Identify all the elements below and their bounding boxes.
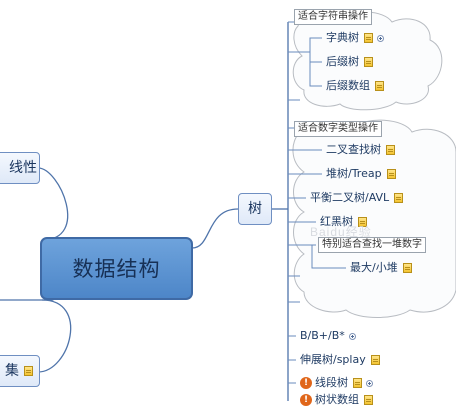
leaf-tree-array[interactable]: ! 树状数组 — [298, 393, 375, 407]
leaf-label: 红黑树 — [320, 215, 353, 228]
leaf-label: 二叉查找树 — [326, 143, 381, 156]
root-label: 数据结构 — [72, 256, 161, 281]
leaf-suffix-tree[interactable]: 后缀树 — [324, 55, 375, 69]
leaf-segment-tree[interactable]: ! 线段树 — [298, 376, 375, 390]
leaf-maxmin-heap[interactable]: 最大/小堆 — [348, 261, 414, 275]
leaf-suffix-array[interactable]: 后缀数组 — [324, 79, 386, 93]
leaf-label: 线段树 — [315, 376, 348, 389]
note-icon[interactable] — [394, 193, 404, 203]
leaf-label: B/B+/B* — [300, 329, 345, 342]
leaf-label: 后缀树 — [326, 55, 359, 68]
edge-to-trie — [288, 37, 322, 53]
group-label-text: 适合字符串操作 — [298, 11, 368, 22]
warning-icon: ! — [300, 394, 312, 406]
leaf-label: 树状数组 — [315, 393, 359, 406]
note-icon[interactable] — [375, 81, 384, 91]
warning-icon: ! — [300, 377, 312, 389]
watermark: Baidu经验 — [310, 225, 372, 239]
expand-icon[interactable] — [377, 34, 384, 42]
leaf-splay[interactable]: 伸展树/splay — [298, 353, 382, 367]
edge-root-tree — [191, 208, 239, 249]
note-icon[interactable] — [386, 169, 396, 179]
group-label-string-ops[interactable]: 适合字符串操作 — [294, 9, 372, 25]
leaf-label: 堆树/Treap — [326, 167, 382, 180]
branch-tree[interactable]: 树 — [238, 193, 272, 225]
group-label-text: 特别适合查找一堆数字 — [322, 239, 422, 250]
leaf-label: 后缀数组 — [326, 79, 370, 92]
edge-to-maxmin-heap — [311, 245, 346, 269]
note-icon[interactable] — [370, 355, 380, 365]
leaf-bst[interactable]: 二叉查找树 — [324, 143, 397, 157]
note-icon[interactable] — [364, 395, 373, 405]
edge-root-set — [37, 299, 72, 373]
leaf-label: 字典树 — [326, 31, 359, 44]
note-icon[interactable] — [353, 378, 362, 388]
leaf-label: 平衡二叉树/AVL — [310, 191, 390, 204]
group-label-text: 适合数字类型操作 — [298, 123, 378, 134]
edge-to-suffix-array — [309, 62, 322, 87]
note-icon[interactable] — [386, 145, 395, 155]
branch-set-label: 集 — [5, 363, 19, 379]
group-label-number-ops[interactable]: 适合数字类型操作 — [294, 121, 382, 137]
branch-linear[interactable]: 线性 — [0, 152, 40, 184]
expand-icon[interactable] — [348, 332, 356, 340]
branch-tree-label: 树 — [248, 201, 262, 217]
leaf-label: 最大/小堆 — [350, 261, 398, 274]
expand-icon[interactable] — [366, 379, 373, 387]
leaf-rbtree[interactable]: 红黑树 — [318, 215, 369, 229]
note-icon[interactable] — [358, 217, 367, 227]
group-label-find-max[interactable]: 特别适合查找一堆数字 — [318, 237, 426, 253]
leaf-avl[interactable]: 平衡二叉树/AVL — [308, 191, 405, 205]
root-node[interactable]: 数据结构 — [40, 237, 193, 300]
note-icon[interactable] — [364, 57, 373, 67]
note-icon[interactable] — [402, 263, 412, 273]
leaf-label: 伸展树/splay — [300, 353, 366, 366]
edge-root-linear — [37, 167, 69, 241]
leaf-trie[interactable]: 字典树 — [324, 31, 386, 45]
leaf-treap[interactable]: 堆树/Treap — [324, 167, 398, 181]
leaf-btree[interactable]: B/B+/B* — [298, 329, 358, 343]
note-icon[interactable] — [24, 366, 33, 376]
note-icon[interactable] — [364, 33, 373, 43]
branch-set[interactable]: 集 — [0, 355, 40, 387]
branch-linear-label: 线性 — [9, 160, 37, 176]
